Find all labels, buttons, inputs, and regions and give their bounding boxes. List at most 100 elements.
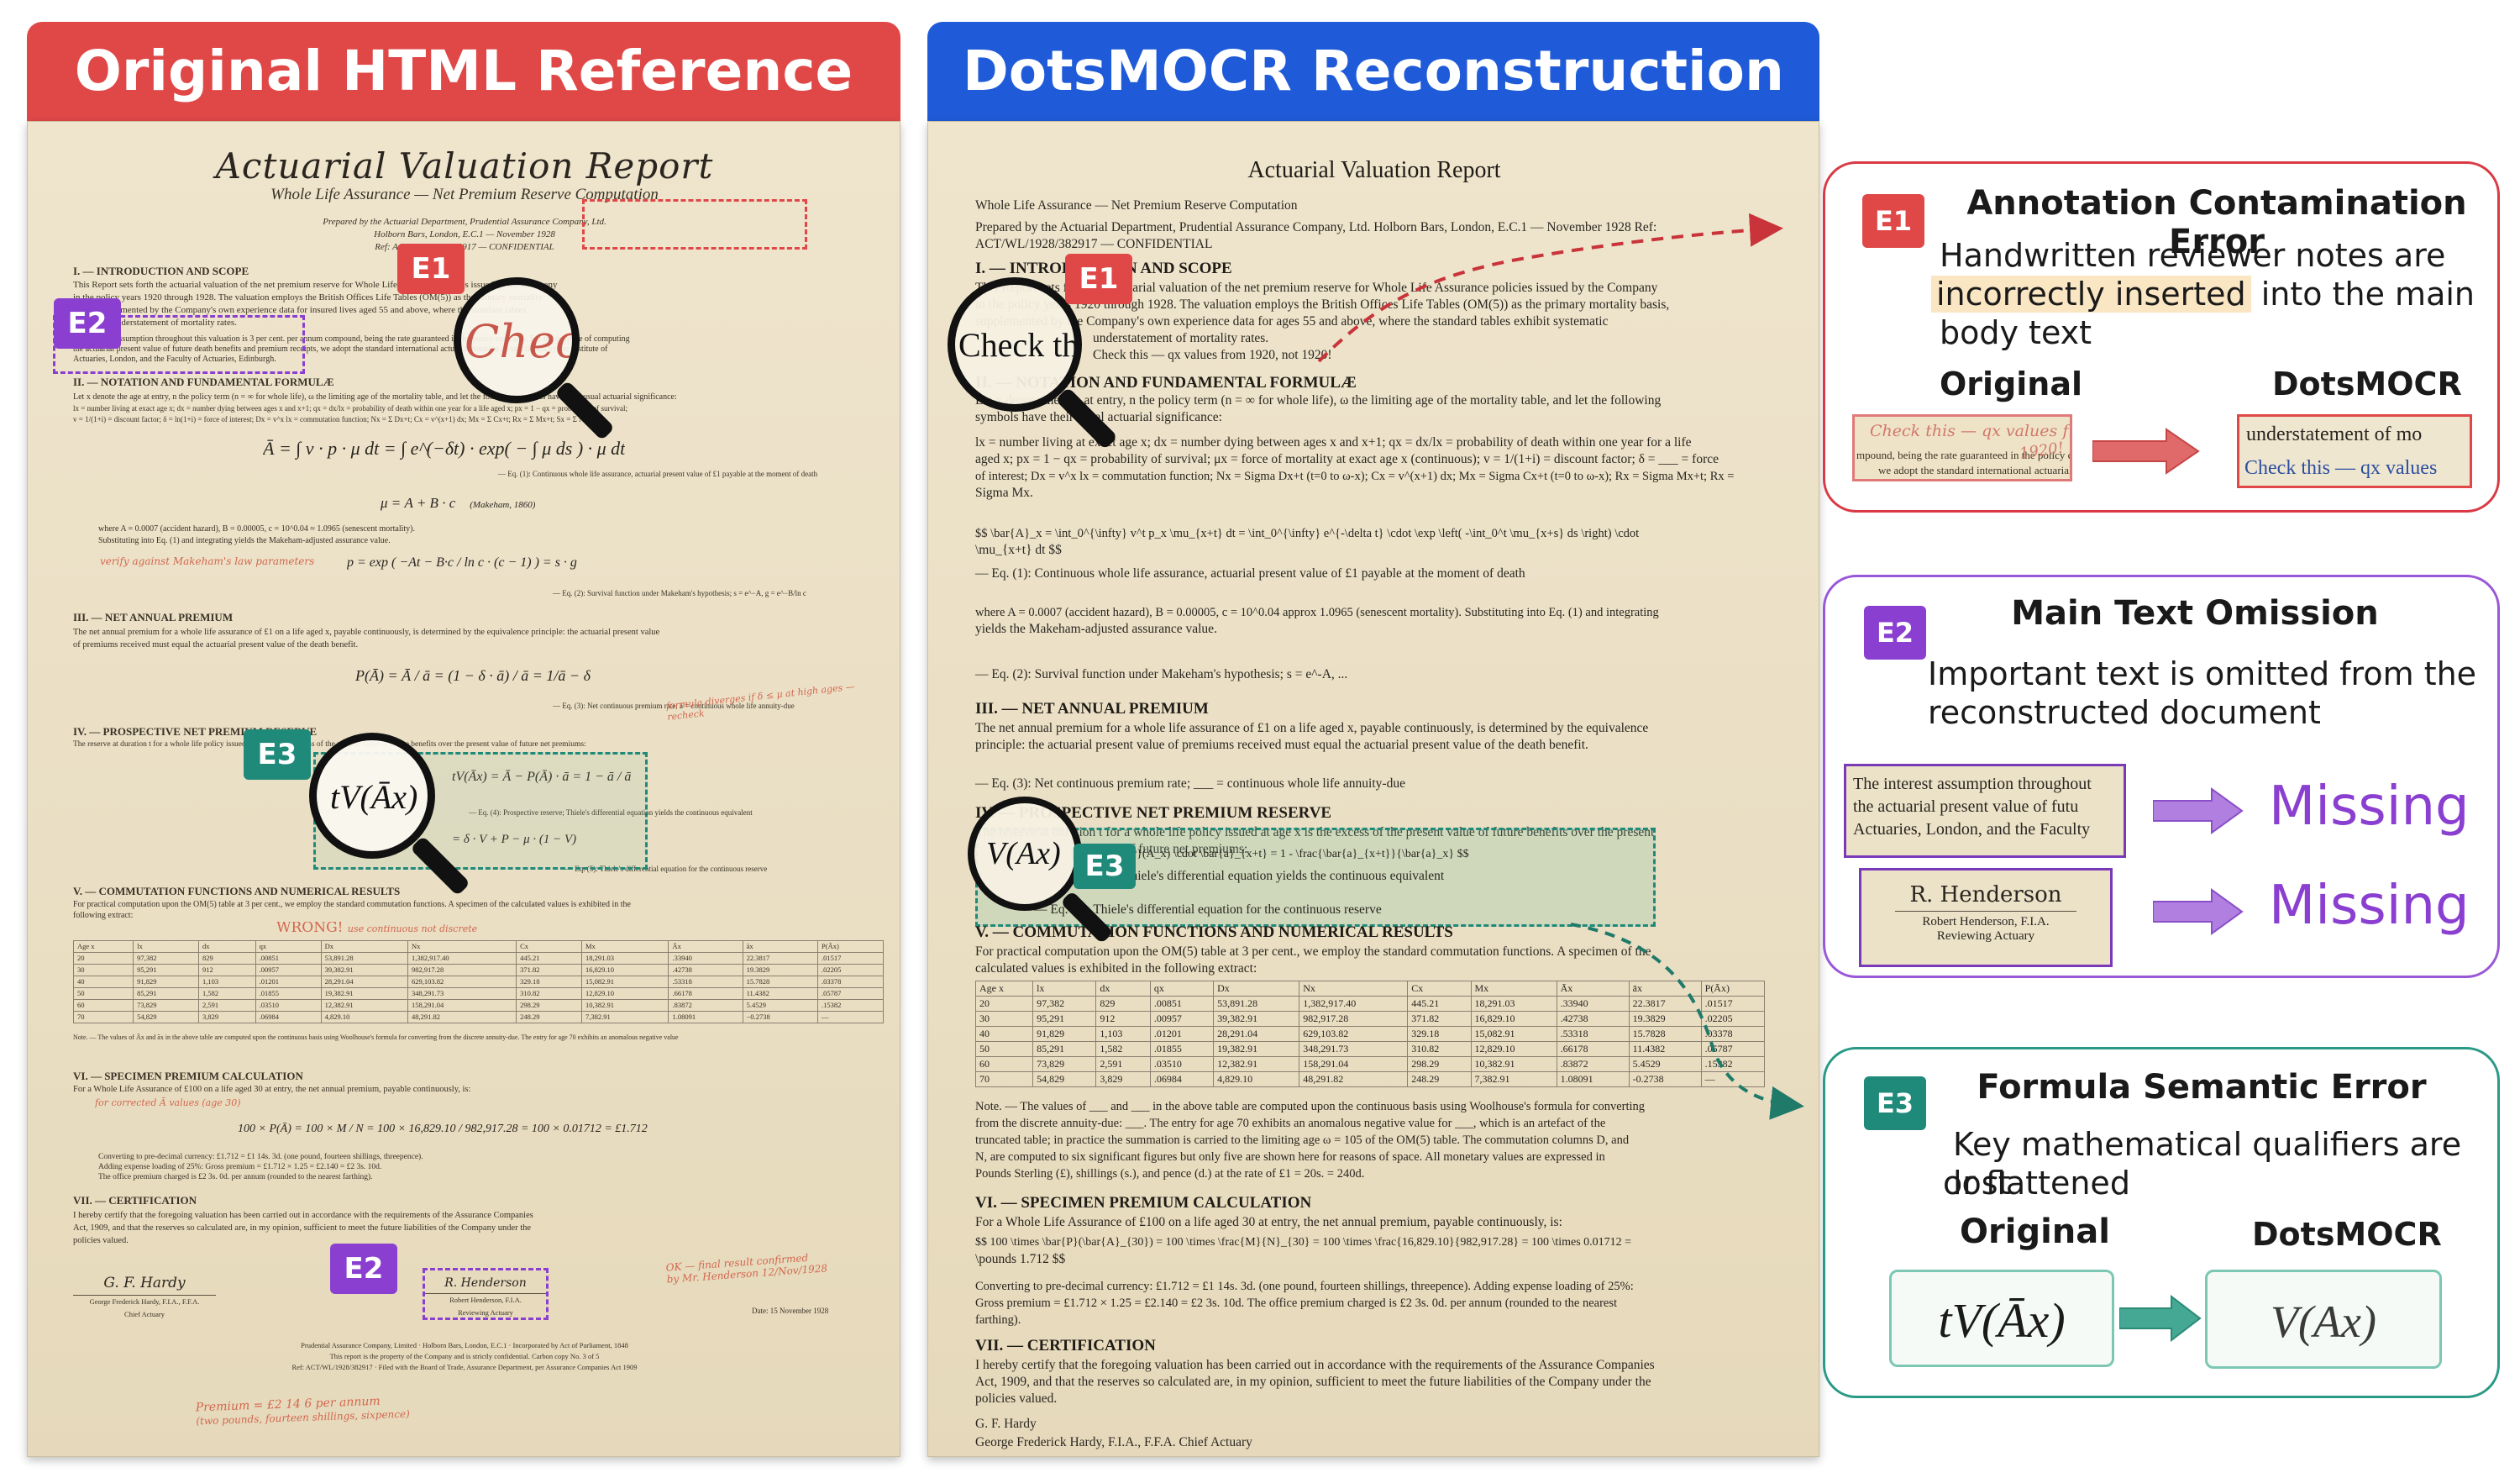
table-cell: .06984 [1149, 1071, 1215, 1087]
original-formula-2: μ = A + B · c (Makeham, 1860) [381, 495, 536, 511]
original-subst: Substituting into Eq. (1) and integratin… [98, 536, 391, 545]
original-eq-3: — Eq. (3): Net continuous premium rate; … [553, 702, 795, 710]
table-cell: 16,829.10 [1470, 1011, 1557, 1027]
original-signature-henderson: R. Henderson Robert Henderson, F.I.A. Re… [423, 1276, 549, 1319]
original-s6-heading: VI. — SPECIMEN PREMIUM CALCULATION [73, 1070, 303, 1082]
table-cell: .02205 [1700, 1011, 1766, 1027]
recon-table-note: Note. — The values of ___ and ___ in the… [975, 1100, 1646, 1181]
original-s3-body: The net annual premium for a whole life … [73, 628, 660, 650]
table-cell: 70 [72, 1011, 134, 1023]
recon-prepared: Prepared by the Actuarial Department, Pr… [975, 220, 1657, 234]
left-panel-banner: Original HTML Reference [27, 22, 900, 121]
table-cell: 85,291 [1032, 1041, 1097, 1057]
original-s6-conv: Converting to pre-decimal currency: £1.7… [98, 1153, 423, 1181]
card-e1-title: Annotation Contamination Error [1966, 184, 2467, 261]
card-e2-missing-1: Missing [2269, 776, 2470, 838]
recon-eq-1: — Eq. (1): Continuous whole life assuran… [975, 566, 1525, 581]
recon-s7-heading: VII. — CERTIFICATION [975, 1337, 1156, 1354]
table-cell: 53,891.28 [1213, 996, 1300, 1012]
card-e2-title: Main Text Omission [2011, 594, 2379, 633]
table-cell: 48,291.82 [1299, 1071, 1409, 1087]
card-e2-arrow-1 [2153, 787, 2244, 834]
recon-s3-body: The net annual premium for a whole life … [975, 721, 1649, 752]
card-e1-tag: E1 [1862, 194, 1924, 248]
table-cell: 48,291.82 [407, 1011, 517, 1023]
original-s5-body: For practical computation upon the OM(5)… [73, 900, 631, 920]
table-cell: .00851 [1149, 996, 1215, 1012]
recon-subtitle: Whole Life Assurance — Net Premium Reser… [975, 198, 1298, 213]
original-formula-6: = δ · V + P − μ · (1 − V) [452, 833, 577, 846]
original-address: Holborn Bars, London, E.C.1 — November 1… [374, 229, 555, 239]
table-cell: — [817, 1011, 884, 1023]
magnifier-formula-original-text: tV(Āx) [330, 778, 418, 816]
right-panel-banner: DotsMOCR Reconstruction [927, 22, 1819, 121]
card-e3-tag: E3 [1864, 1076, 1926, 1130]
recon-s1-body: This Report sets forth the actuarial val… [975, 281, 1670, 362]
table-cell: 95,291 [133, 964, 199, 976]
card-e1-label-original: Original [1940, 366, 2083, 402]
recon-sig: G. F. Hardy [975, 1417, 1037, 1431]
tag-e1-original: E1 [397, 244, 465, 294]
table-cell: −0.2738 [742, 1011, 819, 1023]
table-cell: 30 [974, 1011, 1034, 1027]
recon-s6-body: For a Whole Life Assurance of £100 on a … [975, 1215, 1562, 1229]
table-cell: 54,829 [133, 1011, 199, 1023]
original-eq-4: — Eq. (4): Prospective reserve; Thiele's… [469, 808, 753, 817]
card-e1-label-dotsmocr: DotsMOCR [2272, 366, 2462, 402]
recon-s5-body: For practical computation upon the OM(5)… [975, 944, 1651, 976]
recon-eq-4: Thiele's differential equation yields th… [1123, 869, 1445, 883]
card-e3: E3 Formula Semantic Error Key mathematic… [1823, 1047, 2500, 1398]
table-cell: .33940 [1556, 996, 1630, 1012]
recon-s3-heading: III. — NET ANNUAL PREMIUM [975, 700, 1209, 718]
recon-eq-2: — Eq. (2): Survival function under Makeh… [975, 667, 1348, 681]
original-formula-7: 100 × P(Ā) = 100 × M / N = 100 × 16,829.… [238, 1123, 648, 1135]
card-e2-signature-snippet: R. Henderson Robert Henderson, F.I.A. Re… [1859, 868, 2113, 967]
original-s7-heading: VII. — CERTIFICATION [73, 1194, 197, 1207]
table-cell: 97,382 [1032, 996, 1097, 1012]
card-e3-original-formula: tV(Āx) [1889, 1270, 2114, 1367]
recon-prepared-2: ACT/WL/1928/382917 — CONFIDENTIAL [975, 237, 1213, 251]
table-cell: .15382 [817, 999, 884, 1012]
original-s2-heading: II. — NOTATION AND FUNDAMENTAL FORMULÆ [73, 376, 334, 388]
tag-e2-original-2: E2 [330, 1244, 397, 1294]
table-cell: 4,829.10 [1213, 1071, 1300, 1087]
arrow-e1 [1317, 213, 1783, 363]
magnifier-formula-original: tV(Āx) [309, 733, 477, 909]
card-e2-text-snippet: The interest assumption throughout the a… [1844, 764, 2126, 858]
tag-e3-recon: E3 [1074, 844, 1136, 889]
magnifier-formula-recon-text: V(Ax) [986, 836, 1061, 871]
card-e1-original-snippet: Check this — qx values from mpound, bein… [1852, 414, 2072, 481]
magnifier-check-text: Check [465, 315, 580, 368]
card-e3-label-original: Original [1960, 1212, 2110, 1251]
recon-sig-2: George Frederick Hardy, F.I.A., F.F.A. C… [975, 1435, 1252, 1449]
table-cell: 54,829 [1032, 1071, 1097, 1087]
original-eq-2: — Eq. (2): Survival function under Makeh… [553, 589, 806, 597]
table-cell: .01201 [1149, 1026, 1215, 1042]
card-e1: E1 Annotation Contamination Error Handwr… [1823, 161, 2500, 513]
card-e1-recon-snippet: understatement of mo Check this — qx val… [2237, 414, 2472, 488]
original-footer: Prudential Assurance Company, Limited · … [291, 1341, 638, 1371]
card-e3-recon-formula: V(Ax) [2205, 1270, 2442, 1369]
original-eq-5: — Eq. (5): Thiele's differential equatio… [565, 865, 768, 873]
original-date: Date: 15 November 1928 [752, 1307, 829, 1315]
table-header-cell: Age x [72, 940, 134, 953]
tag-e1-recon: E1 [1065, 254, 1132, 304]
card-e1-arrow [2092, 428, 2200, 475]
recon-s6-conv: Converting to pre-decimal currency: £1.7… [975, 1280, 1634, 1327]
tag-e3-original: E3 [244, 729, 311, 780]
recon-latex-2: {x+t} - \bar{P}(A_x) \cdot \bar{a}_{x+t}… [1069, 848, 1469, 860]
original-formula-4: P(Ā) = Ā / ā = (1 − δ · ā) / ā = 1/ā − δ [355, 667, 591, 684]
table-cell: 248.29 [1407, 1071, 1472, 1087]
table-cell: 248.29 [516, 1011, 582, 1023]
arrow-e3 [1570, 923, 1804, 1120]
original-where: where A = 0.0007 (accident hazard), B = … [98, 524, 416, 534]
table-cell: 7,382.91 [580, 1011, 669, 1023]
